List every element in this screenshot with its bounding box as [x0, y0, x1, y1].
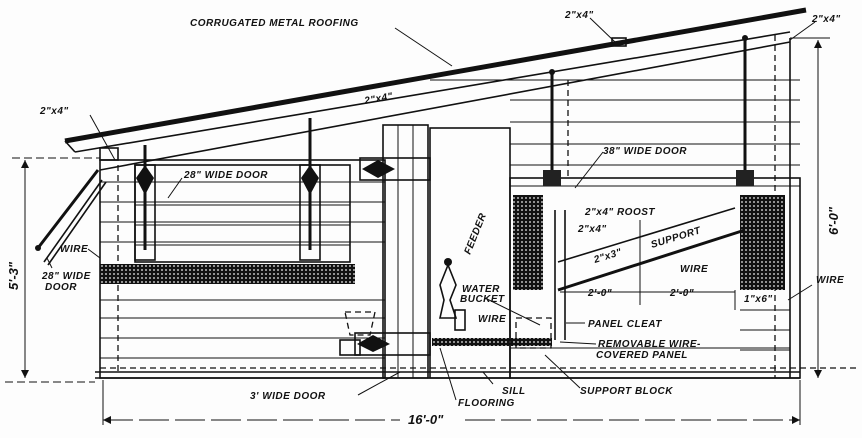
label-panel-cleat: PANEL CLEAT	[588, 319, 662, 330]
label-rafter-right: 2"x4"	[811, 14, 841, 25]
labels: CORRUGATED METAL ROOFING 2"x4" 2"x4" 2"x…	[6, 10, 844, 427]
label-water-bucket: WATER	[462, 284, 500, 295]
label-roofing: CORRUGATED METAL ROOFING	[190, 18, 359, 29]
roof	[64, 7, 807, 171]
wire-mesh-left	[100, 264, 355, 284]
label-roost-post: 2"x4"	[577, 224, 607, 235]
hinge-icon	[362, 160, 395, 178]
label-roost: 2"x4" ROOST	[584, 207, 655, 218]
dimension-width: 16'-0"	[408, 412, 444, 427]
label-water-bucket-2: BUCKET	[460, 294, 505, 305]
label-sill: SILL	[502, 386, 526, 397]
hinge-icon	[301, 165, 319, 195]
label-rafter-top: 2"x4"	[564, 10, 594, 21]
feeder-icon	[439, 262, 458, 319]
label-rafter-mid: 2"x4"	[363, 91, 394, 107]
hinge-icon	[136, 165, 154, 195]
dimension-right-height: 6'-0"	[826, 206, 841, 235]
wire-mesh	[513, 195, 543, 290]
label-wire-right: WIRE	[816, 275, 844, 286]
hinge-icon	[357, 335, 390, 352]
label-flooring: FLOORING	[458, 398, 515, 409]
label-door-38: 38" WIDE DOOR	[603, 146, 687, 157]
leader-lines	[46, 17, 816, 401]
dimensions	[5, 37, 830, 425]
label-plate-left: 2"x4"	[39, 106, 69, 117]
label-span-2: 2'-0"	[669, 288, 694, 299]
label-span-1: 2'-0"	[587, 288, 612, 299]
label-door-28: 28" WIDE DOOR	[183, 170, 268, 181]
right-wall	[430, 35, 801, 379]
label-removable-panel-2: COVERED PANEL	[596, 350, 688, 361]
label-door-28-left: 28" WIDE	[41, 271, 91, 282]
left-wall	[35, 118, 860, 379]
label-support-block: SUPPORT BLOCK	[580, 386, 673, 397]
wire-mesh	[740, 195, 785, 290]
label-wire-roost: WIRE	[680, 264, 708, 275]
label-wire-left: WIRE	[60, 244, 88, 255]
label-wire-mid: WIRE	[478, 314, 506, 325]
label-removable-panel: REMOVABLE WIRE-	[598, 339, 701, 350]
dimension-left-height: 5'-3"	[6, 261, 21, 290]
label-door-3ft: 3' WIDE DOOR	[250, 391, 326, 402]
label-door-28-left-2: DOOR	[45, 282, 77, 293]
label-board: 1"x6"	[744, 294, 773, 305]
label-feeder: FEEDER	[463, 211, 490, 256]
